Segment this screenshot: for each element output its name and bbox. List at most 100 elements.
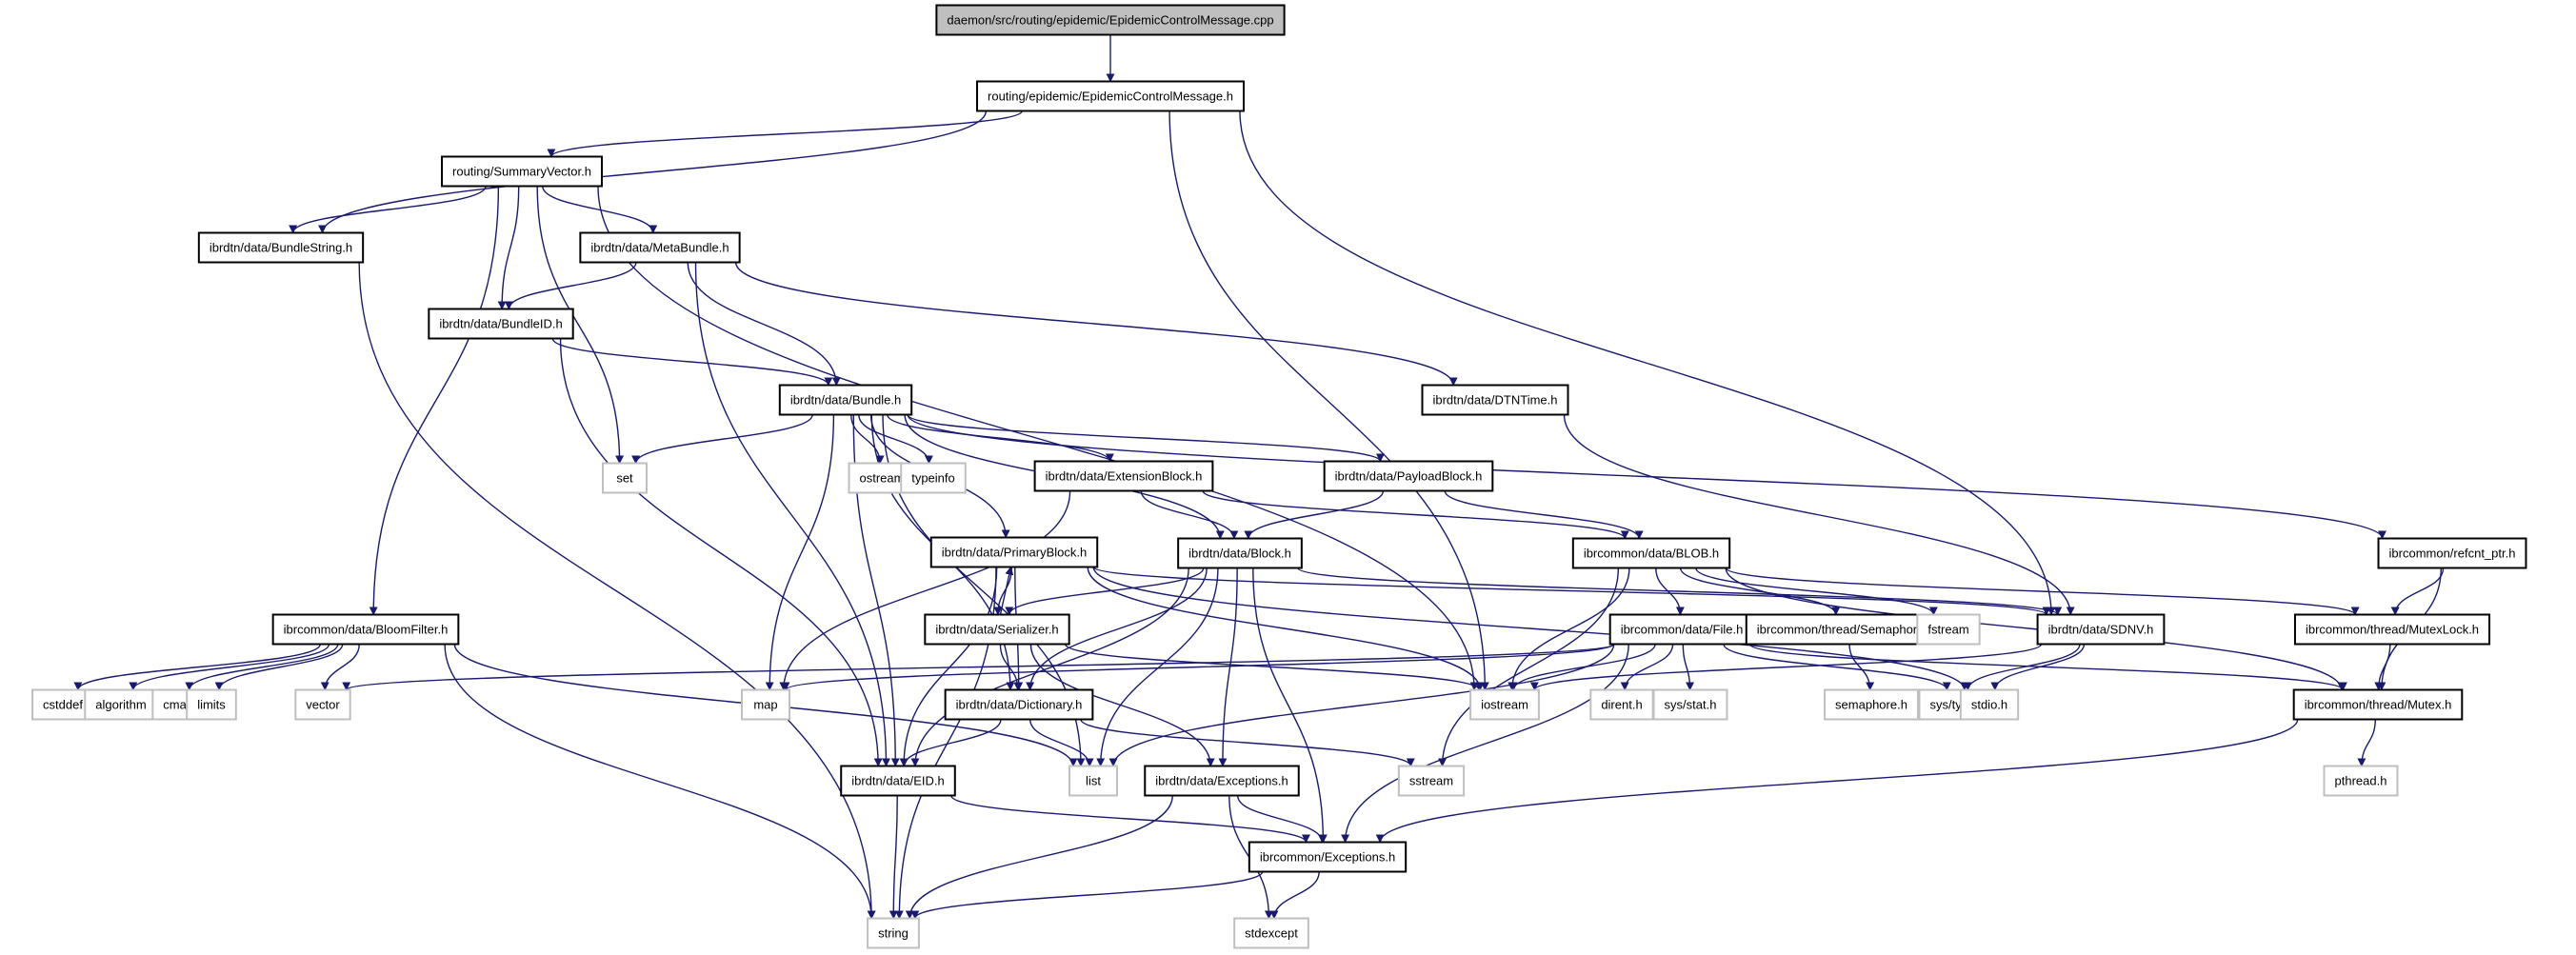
edge-eid-to-string [889, 795, 898, 920]
graph-node-typeinfo: typeinfo [900, 462, 967, 494]
edge-dict-to-eid [899, 719, 1002, 767]
graph-node-block[interactable]: ibrdtn/data/Block.h [1177, 537, 1303, 569]
node-box [1589, 688, 1654, 721]
edge-ext-to-block [1140, 490, 1239, 540]
node-label: typeinfo [911, 471, 955, 486]
edge-dexc-to-cexc [1236, 795, 1327, 844]
edge-payload-to-block [1244, 490, 1385, 540]
edge-file-to-sysstat [1682, 644, 1695, 691]
edge-ecm-to-iostream [1168, 110, 1489, 691]
graph-node-bloom[interactable]: ibrcommon/data/BloomFilter.h [271, 613, 460, 646]
node-label: sstream [1409, 774, 1453, 788]
edge-serial-to-primary [999, 566, 1014, 615]
graph-node-ecm[interactable]: routing/epidemic/EpidemicControlMessage.… [976, 80, 1245, 112]
graph-node-ext[interactable]: ibrdtn/data/ExtensionBlock.h [1033, 460, 1214, 492]
node-label: ibrdtn/data/Serializer.h [935, 623, 1058, 637]
node-box [1144, 765, 1300, 797]
graph-node-bstr[interactable]: ibrdtn/data/BundleString.h [197, 231, 365, 264]
graph-node-dtntime[interactable]: ibrdtn/data/DTNTime.h [1421, 384, 1569, 416]
edge-file-to-systypes [1723, 644, 1951, 691]
node-label: list [1086, 774, 1101, 788]
edge-file-to-map [781, 643, 1615, 691]
node-label: fstream [1927, 623, 1968, 637]
node-box [1608, 613, 1755, 646]
node-box [1745, 613, 1947, 646]
graph-node-blob[interactable]: ibrcommon/data/BLOB.h [1571, 537, 1731, 569]
node-box [935, 4, 1286, 36]
graph-node-mutex[interactable]: ibrcommon/thread/Mutex.h [2292, 688, 2464, 721]
edge-blob-to-file [1655, 567, 1685, 616]
graph-node-map: map [741, 688, 790, 721]
node-label: dirent.h [1601, 698, 1642, 712]
edge-dict-to-sstream [1080, 719, 1415, 767]
node-label: ibrdtn/data/MetaBundle.h [590, 241, 729, 255]
node-box [778, 384, 913, 416]
graph-node-sema[interactable]: ibrcommon/thread/Semaphore.h [1745, 613, 1947, 646]
edge-dexc-to-string [905, 795, 1173, 920]
graph-node-sv[interactable]: routing/SummaryVector.h [441, 155, 603, 188]
graph-node-bid[interactable]: ibrdtn/data/BundleID.h [428, 308, 574, 340]
graph-node-root[interactable]: daemon/src/routing/epidemic/EpidemicCont… [935, 4, 1286, 36]
node-label: ibrdtn/data/BundleID.h [439, 317, 562, 331]
graph-node-limits: limits [186, 688, 237, 721]
edge-meta-to-eid [694, 262, 890, 767]
node-box [579, 231, 741, 264]
node-box [2293, 613, 2491, 646]
node-label: ibrdtn/data/PrimaryBlock.h [942, 546, 1087, 560]
edge-file-to-cexc [1341, 644, 1629, 844]
graph-node-eid[interactable]: ibrdtn/data/EID.h [840, 765, 956, 797]
graph-node-dict[interactable]: ibrdtn/data/Dictionary.h [944, 688, 1094, 721]
node-label: daemon/src/routing/epidemic/EpidemicCont… [947, 13, 1273, 28]
graph-node-primary[interactable]: ibrdtn/data/PrimaryBlock.h [929, 536, 1099, 568]
node-label: ibrdtn/data/DTNTime.h [1432, 393, 1557, 408]
edge-ecm-to-bstr [318, 110, 988, 234]
node-box [1248, 841, 1408, 873]
graph-node-payload[interactable]: ibrdtn/data/PayloadBlock.h [1323, 460, 1494, 492]
edge-block-to-sdnv [1297, 567, 2063, 616]
graph-node-cexc[interactable]: ibrcommon/Exceptions.h [1248, 841, 1408, 873]
node-box [929, 536, 1099, 568]
node-label: ibrdtn/data/Block.h [1188, 547, 1291, 561]
graph-node-dexc[interactable]: ibrdtn/data/Exceptions.h [1144, 765, 1300, 797]
graph-node-mlock[interactable]: ibrcommon/thread/MutexLock.h [2293, 613, 2491, 646]
edge-meta-to-bid [504, 262, 637, 310]
edge-dict-to-list [1029, 719, 1094, 767]
edge-mutex-to-cexc [1375, 719, 2299, 844]
node-label: stdexcept [1245, 926, 1298, 941]
node-label: pthread.h [2335, 774, 2387, 788]
edge-mlock-to-mutex [2374, 644, 2391, 691]
node-label: stdio.h [1971, 698, 2007, 712]
edge-bundle-to-refcnt [907, 414, 2386, 540]
graph-node-refcnt[interactable]: ibrcommon/refcnt_ptr.h [2377, 537, 2527, 569]
node-box [1323, 460, 1494, 492]
edges-layer [73, 34, 2445, 920]
graph-node-string: string [867, 917, 920, 949]
node-label: ibrcommon/refcnt_ptr.h [2389, 547, 2516, 561]
graph-node-sdnv[interactable]: ibrdtn/data/SDNV.h [2036, 613, 2166, 646]
node-box [2036, 613, 2166, 646]
edge-sdnv-to-stdio [1990, 644, 2086, 691]
edge-blob-to-sstream [1438, 567, 1620, 767]
graph-node-serial[interactable]: ibrdtn/data/Serializer.h [924, 613, 1070, 646]
edge-sv-to-bstr [289, 186, 487, 234]
graph-node-file[interactable]: ibrcommon/data/File.h [1608, 613, 1755, 646]
graph-node-stdio: stdio.h [1959, 688, 2020, 721]
node-box [840, 765, 956, 797]
edge-sdnv-to-iostream [1529, 643, 2043, 691]
graph-node-meta[interactable]: ibrdtn/data/MetaBundle.h [579, 231, 741, 264]
node-label: ibrdtn/data/PayloadBlock.h [1335, 469, 1483, 484]
edge-primary-to-iostream [1087, 567, 1485, 691]
graph-node-iostream: iostream [1469, 688, 1540, 721]
edge-block-to-serial [1005, 567, 1205, 616]
node-label: routing/SummaryVector.h [452, 165, 591, 179]
graph-node-bundle[interactable]: ibrdtn/data/Bundle.h [778, 384, 913, 416]
edge-bid-to-bundle [551, 338, 833, 387]
edge-sv-to-bloom [369, 186, 500, 616]
node-label: limits [197, 698, 226, 712]
node-label: set [616, 471, 633, 486]
edge-primary-to-stdio [1092, 567, 1969, 691]
node-box [741, 688, 790, 721]
node-box [1033, 460, 1214, 492]
node-label: ibrdtn/data/Dictionary.h [956, 698, 1083, 712]
